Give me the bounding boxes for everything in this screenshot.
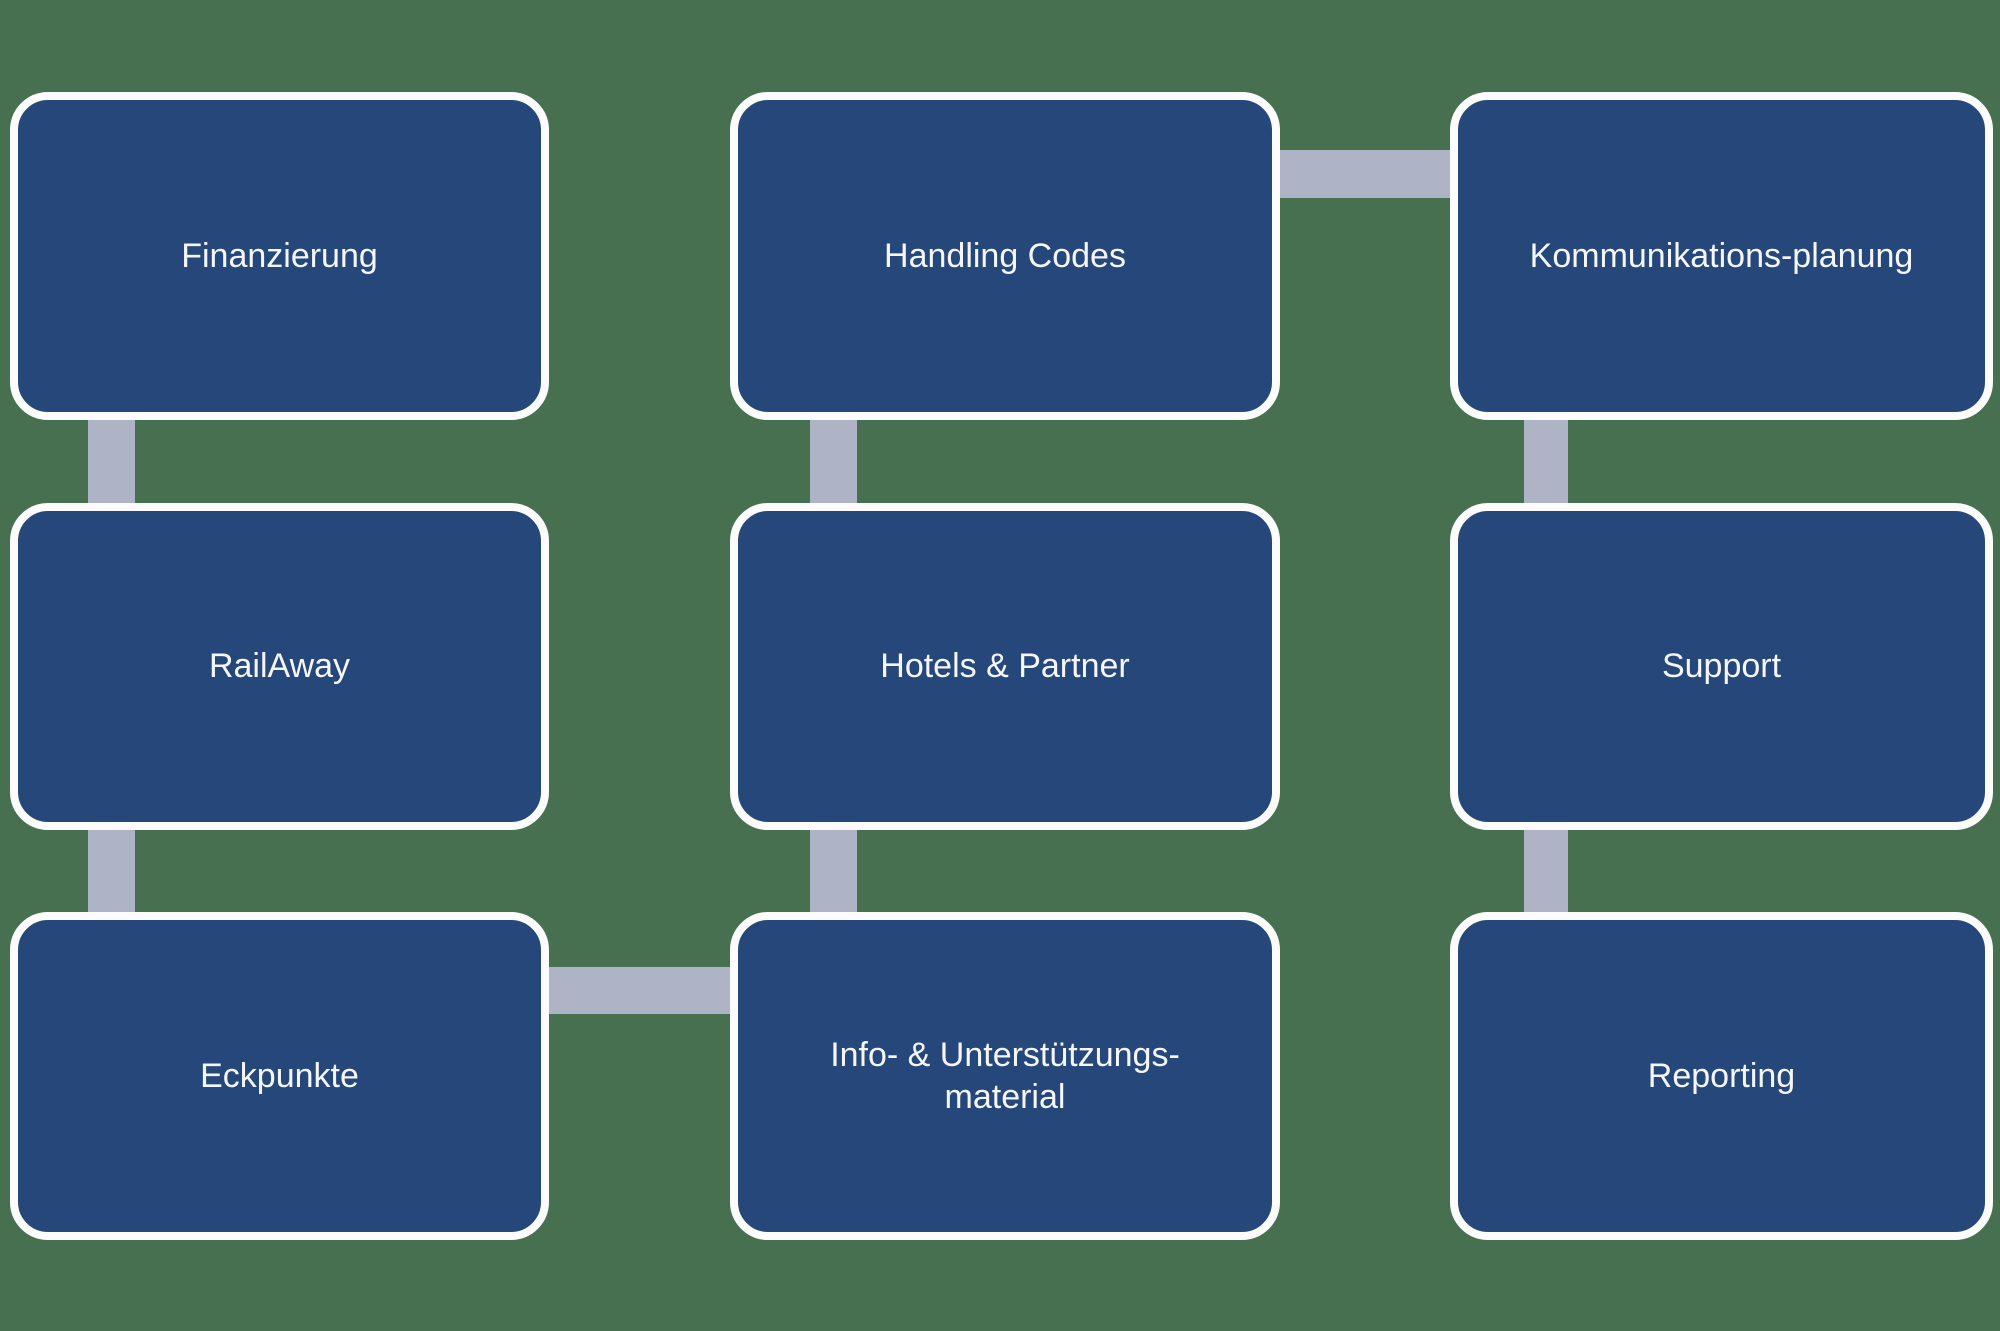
connector-hotels-handlingcodes (810, 405, 857, 515)
node-hotels-partner: Hotels & Partner (730, 503, 1280, 830)
node-eckpunkte: Eckpunkte (10, 912, 549, 1240)
connector-eckpunkte-infomaterial (540, 967, 740, 1014)
node-railaway: RailAway (10, 503, 549, 830)
connector-railaway-eckpunkte (88, 818, 135, 928)
node-handling-codes: Handling Codes (730, 92, 1280, 420)
node-handling-codes-label: Handling Codes (884, 236, 1126, 275)
node-info-unterstuetzungsmaterial-label: Info- & Unterstützungs- material (830, 1035, 1180, 1117)
connector-handlingcodes-kommunikationsplanung (1270, 150, 1460, 198)
connector-infomaterial-hotels (810, 818, 857, 928)
node-finanzierung: Finanzierung (10, 92, 549, 420)
node-hotels-partner-label: Hotels & Partner (880, 647, 1130, 686)
connector-support-reporting (1524, 818, 1568, 928)
connector-finanzierung-railaway (88, 405, 135, 515)
connector-kommunikationsplanung-support (1524, 405, 1568, 515)
node-kommunikations-planung-label: Kommunikations-planung (1529, 236, 1914, 275)
node-support-label: Support (1661, 647, 1782, 686)
node-finanzierung-label: Finanzierung (181, 236, 378, 275)
node-kommunikations-planung: Kommunikations-planung (1450, 92, 1993, 420)
node-reporting: Reporting (1450, 912, 1993, 1240)
node-reporting-label: Reporting (1647, 1056, 1796, 1095)
node-railaway-label: RailAway (208, 647, 351, 686)
node-support: Support (1450, 503, 1993, 830)
node-info-unterstuetzungsmaterial: Info- & Unterstützungs- material (730, 912, 1280, 1240)
node-eckpunkte-label: Eckpunkte (200, 1056, 359, 1095)
